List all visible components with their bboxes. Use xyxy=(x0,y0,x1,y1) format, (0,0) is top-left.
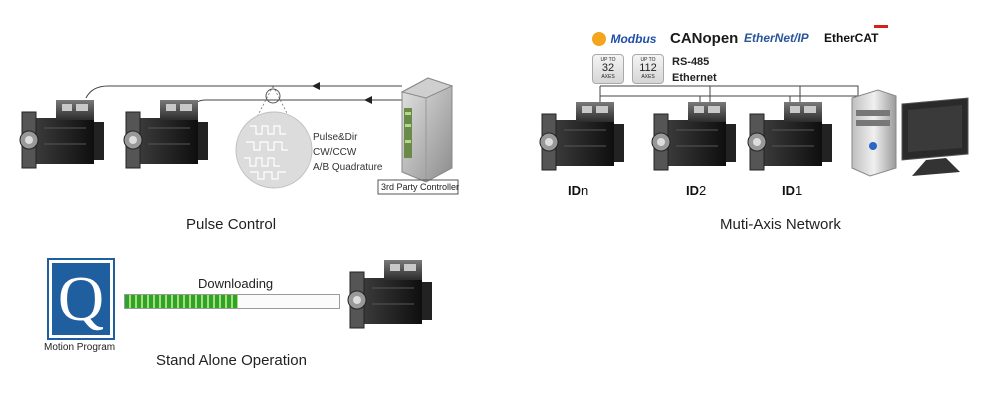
controller-label-box xyxy=(377,179,459,195)
computer-icon xyxy=(851,89,969,177)
pulse-control-title: Pulse Control xyxy=(186,216,277,233)
badge-top-text: UP TO xyxy=(600,57,616,63)
network-motor-id2 xyxy=(651,101,737,171)
pulse-signal-line-motor-1 xyxy=(85,85,402,99)
network-motor-idn xyxy=(539,101,625,171)
axis-id-1: ID1 xyxy=(782,183,803,198)
downloading-label: Downloading xyxy=(198,276,274,291)
network-bus-line xyxy=(600,85,711,102)
signal-type-ab-quadrature: A/B Quadrature xyxy=(313,162,383,173)
ethercat-logo-icon: EtherCAT xyxy=(824,31,879,45)
waveform-icon xyxy=(244,125,288,180)
standalone-motor xyxy=(347,259,433,329)
download-progress-bar xyxy=(124,294,340,309)
badge-32-axes: UP TO 32 AXES xyxy=(592,54,624,84)
controller-icon xyxy=(400,77,454,183)
canopen-logo-icon: CANopen xyxy=(670,30,739,47)
axis-id-n: IDn xyxy=(568,183,589,198)
multi-axis-network-title: Muti-Axis Network xyxy=(720,216,841,233)
ethernet-label: Ethernet xyxy=(672,72,717,84)
servo-motor-2 xyxy=(123,99,209,169)
servo-motor-1 xyxy=(19,99,105,169)
rs485-label: RS-485 xyxy=(672,56,710,68)
badge-value: 112 xyxy=(639,62,657,74)
network-motor-id1 xyxy=(747,101,833,171)
stand-alone-title: Stand Alone Operation xyxy=(156,352,307,369)
motion-program-logo-letter: Q xyxy=(57,263,105,334)
ethernetip-logo-icon: EtherNet/IP xyxy=(744,31,809,45)
controller-label: 3rd Party Controller xyxy=(381,182,460,192)
signal-type-cw-ccw: CW/CCW xyxy=(313,147,357,158)
arrow-left-icon xyxy=(312,82,320,90)
signal-type-pulse-dir: Pulse&Dir xyxy=(313,132,358,143)
badge-top-text: UP TO xyxy=(640,57,656,63)
modbus-logo-icon: Modbus xyxy=(592,30,656,48)
motion-program-label: Motion Program xyxy=(44,342,116,353)
arrow-left-icon xyxy=(364,96,372,104)
download-progress-fill xyxy=(125,295,239,308)
badge-bottom-text: AXES xyxy=(601,74,615,80)
badge-bottom-text: AXES xyxy=(641,74,655,80)
ethercat-arrow-icon xyxy=(874,25,888,28)
badge-value: 32 xyxy=(601,62,615,74)
badge-112-axes: UP TO 112 AXES xyxy=(632,54,664,84)
axis-id-2: ID2 xyxy=(686,183,707,198)
